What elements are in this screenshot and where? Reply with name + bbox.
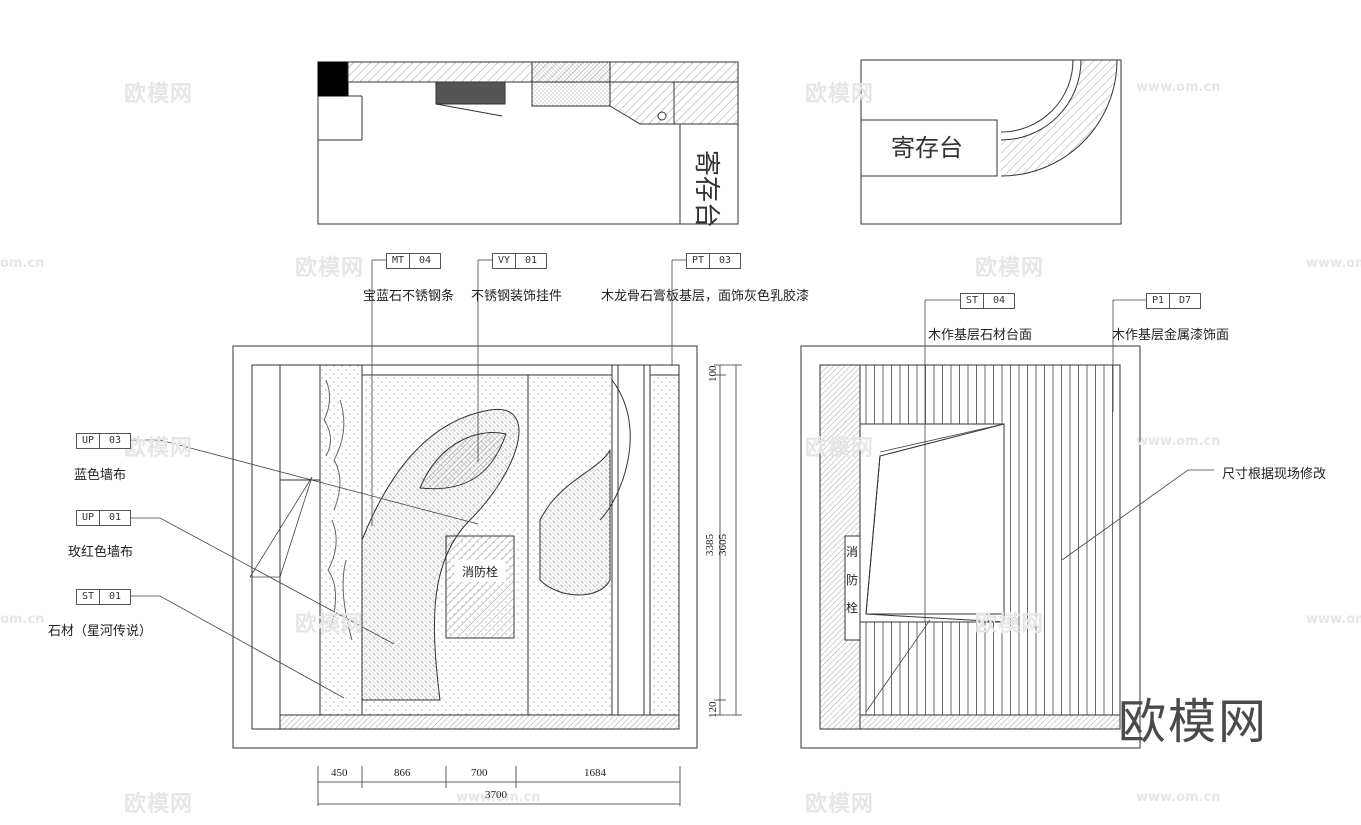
plan-right <box>860 59 1122 225</box>
elev-right-slats <box>865 365 1113 715</box>
plan-right-label: 寄存台 <box>891 134 963 162</box>
dim-v-2: 3385 <box>704 534 716 556</box>
watermark-brand: 欧模网 <box>975 612 1045 637</box>
watermark-url: www.om.cn <box>1306 612 1361 627</box>
dim-v-4: 120 <box>707 701 719 719</box>
dim-v-3: 3605 <box>717 534 729 556</box>
watermark-brand: 欧模网 <box>124 82 194 107</box>
note-p1-d7: 木作基层金属漆饰面 <box>1112 328 1230 343</box>
watermark-brand: 欧模网 <box>124 436 194 461</box>
watermark-url: www.om.cn <box>1306 256 1361 271</box>
dim-total: 3700 <box>485 789 507 801</box>
watermark-brand: 欧模网 <box>295 256 365 281</box>
note-up-03: 蓝色墙布 <box>74 468 127 483</box>
watermark-brand: 欧模网 <box>805 436 875 461</box>
watermark-url: www.om.cn <box>1136 434 1221 449</box>
note-up-01: 玫红色墙布 <box>68 545 134 560</box>
watermark-brand: 欧模网 <box>805 792 875 817</box>
note-pt-03: 木龙骨石膏板基层，面饰灰色乳胶漆 <box>601 289 810 304</box>
elev-right-hydrant: 消 防 栓 <box>846 545 862 615</box>
watermark-url: om.cn <box>0 256 45 271</box>
watermark-url: www.om.cn <box>1136 790 1221 805</box>
elev-right-leaders <box>865 299 1214 713</box>
note-st-01: 石材（星河传说） <box>48 624 153 639</box>
note-mt-04: 宝蓝石不锈钢条 <box>363 289 455 304</box>
elev-left-dimensions <box>317 364 742 806</box>
dim-h-2: 866 <box>394 767 411 779</box>
elev-left-leaders <box>130 259 686 699</box>
watermark-brand: 欧模网 <box>124 792 194 817</box>
elev-left-frame <box>232 345 698 749</box>
plan-left <box>317 61 739 225</box>
plan-left-label: 寄存台 <box>691 150 721 228</box>
dim-h-4: 1684 <box>584 767 606 779</box>
watermark-brand: 欧模网 <box>295 612 365 637</box>
watermark-url: www.om.cn <box>456 790 541 805</box>
note-field-modify: 尺寸根据现场修改 <box>1222 467 1327 482</box>
note-st-04: 木作基层石材台面 <box>928 328 1033 343</box>
dim-v-1: 100 <box>707 365 719 383</box>
note-vy-01: 不锈钢装饰挂件 <box>471 289 563 304</box>
watermark-brand: 欧模网 <box>805 82 875 107</box>
watermark-url: om.cn <box>0 612 45 627</box>
watermark-brand-large: 欧模网 <box>1118 694 1269 750</box>
watermark-brand: 欧模网 <box>975 256 1045 281</box>
dim-h-3: 700 <box>471 767 488 779</box>
elev-left-hydrant: 消防栓 <box>462 564 498 579</box>
watermark-url: www.om.cn <box>1136 80 1221 95</box>
dim-h-1: 450 <box>331 767 348 779</box>
elev-right-frame <box>800 345 1141 749</box>
